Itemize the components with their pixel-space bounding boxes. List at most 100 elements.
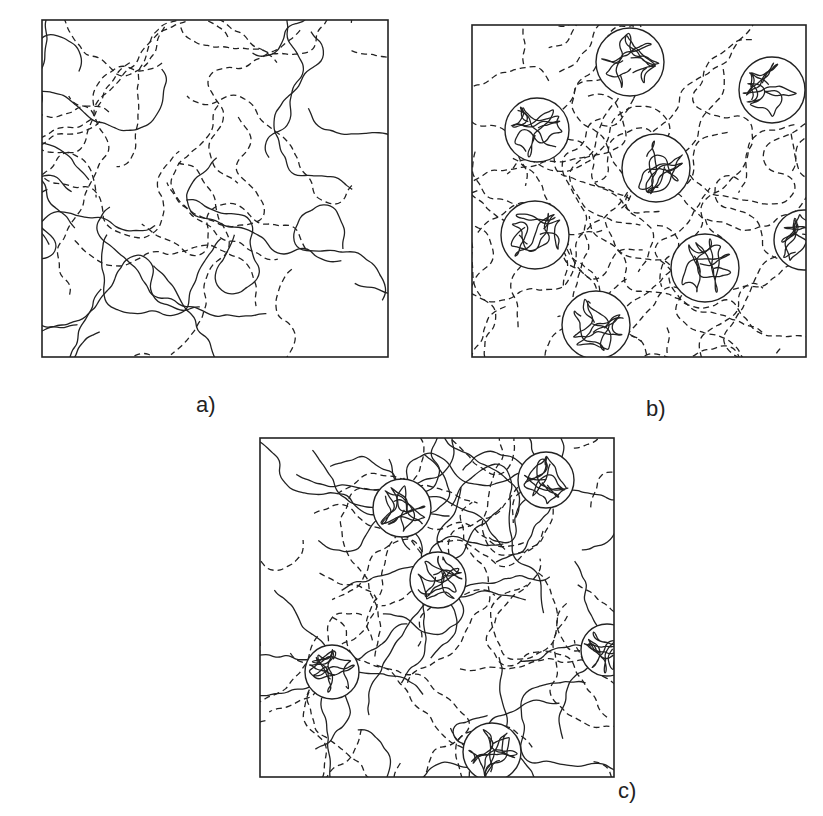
chain-tail bbox=[315, 696, 350, 750]
panel-frame bbox=[472, 25, 806, 357]
solid-chain bbox=[274, 32, 352, 190]
chain-tail bbox=[318, 521, 376, 552]
coiled-chain bbox=[682, 254, 729, 292]
panel-illustration bbox=[472, 25, 806, 357]
dashed-chain bbox=[591, 467, 614, 603]
solid-chain bbox=[42, 87, 49, 245]
domain-circle bbox=[501, 201, 569, 269]
dashed-chain bbox=[117, 20, 228, 167]
solid-chain bbox=[42, 143, 89, 268]
solid-chain bbox=[42, 35, 81, 153]
domain-circle bbox=[739, 57, 805, 123]
dashed-chain bbox=[538, 573, 614, 712]
chain-tail bbox=[260, 687, 309, 696]
chain-tail bbox=[359, 672, 423, 694]
coiled-chain bbox=[782, 218, 806, 257]
chain-tail bbox=[520, 758, 594, 777]
dashed-chain bbox=[631, 336, 784, 357]
chain-tail bbox=[560, 438, 575, 457]
coiled-chain bbox=[743, 63, 796, 96]
domain-circle bbox=[622, 134, 690, 202]
dashed-chain bbox=[693, 40, 753, 193]
chain-tail bbox=[496, 508, 551, 563]
chain-tail bbox=[499, 657, 507, 727]
coiled-chain bbox=[646, 155, 682, 193]
panel-frame bbox=[42, 20, 388, 357]
dashed-chain bbox=[792, 108, 806, 195]
chain-tail bbox=[521, 645, 582, 662]
coiled-chain bbox=[584, 641, 614, 670]
chain-tail bbox=[356, 624, 407, 660]
solid-chain bbox=[42, 28, 72, 191]
chain-tail bbox=[330, 457, 396, 480]
solid-chain bbox=[42, 20, 75, 228]
coiled-chain bbox=[524, 464, 564, 496]
domain-circle bbox=[562, 291, 630, 357]
coiled-chain bbox=[381, 486, 425, 524]
solid-chain bbox=[102, 235, 221, 316]
dashed-chain bbox=[44, 151, 179, 238]
domain-circle bbox=[774, 210, 806, 270]
dashed-chain bbox=[42, 54, 109, 117]
coiled-chain bbox=[696, 243, 721, 292]
dashed-chain bbox=[564, 762, 614, 777]
coiled-chain bbox=[606, 33, 659, 77]
solid-chain bbox=[355, 124, 388, 293]
solid-chain bbox=[42, 325, 157, 357]
panel-illustration bbox=[260, 438, 614, 777]
chain-tail bbox=[274, 590, 325, 646]
domain-circle bbox=[463, 723, 521, 777]
chain-tail bbox=[507, 438, 534, 455]
chain-tail bbox=[463, 451, 523, 470]
coiled-chain bbox=[425, 557, 462, 583]
solid-chain bbox=[294, 205, 386, 300]
panel-illustration bbox=[42, 20, 388, 357]
solid-chain bbox=[42, 300, 100, 357]
chain-tail bbox=[342, 567, 414, 591]
chain-tail bbox=[431, 605, 457, 658]
domain-circle bbox=[596, 28, 664, 96]
coiled-chain bbox=[513, 110, 554, 157]
dashed-chain bbox=[260, 721, 265, 777]
dashed-chain bbox=[60, 20, 164, 76]
dashed-chain bbox=[142, 203, 306, 255]
solid-chain bbox=[97, 207, 266, 317]
dashed-chain bbox=[171, 105, 278, 259]
domain-circle bbox=[671, 234, 739, 302]
coiled-chain bbox=[689, 239, 731, 278]
dashed-chain bbox=[335, 20, 388, 31]
solid-chain bbox=[252, 20, 388, 56]
chain-tail bbox=[455, 507, 501, 558]
solid-chain bbox=[63, 289, 163, 357]
chain-tail bbox=[559, 668, 588, 739]
coiled-chain bbox=[602, 43, 652, 87]
dashed-chain bbox=[449, 438, 605, 448]
dashed-chain bbox=[574, 585, 614, 687]
coiled-chain bbox=[382, 491, 415, 531]
panel-label: a) bbox=[196, 394, 216, 416]
chain-tail bbox=[312, 450, 373, 507]
dashed-chain bbox=[352, 51, 388, 202]
coiled-chain bbox=[625, 36, 655, 83]
coiled-chain bbox=[524, 456, 568, 503]
chain-tail bbox=[453, 715, 488, 744]
panel-label: c) bbox=[618, 780, 636, 802]
chain-tail bbox=[465, 576, 550, 587]
dashed-chain bbox=[285, 763, 402, 777]
dashed-chain bbox=[472, 25, 526, 64]
domain-circle bbox=[410, 552, 466, 608]
solid-chain bbox=[42, 69, 166, 131]
chain-tail bbox=[426, 438, 459, 491]
coiled-chain bbox=[784, 223, 806, 255]
chain-tail bbox=[575, 561, 598, 626]
panel-frame bbox=[260, 438, 614, 777]
dashed-chain bbox=[42, 63, 162, 153]
domain-circle bbox=[581, 624, 614, 676]
coiled-chain bbox=[516, 214, 559, 249]
domain-circle bbox=[373, 479, 431, 537]
solid-chain bbox=[308, 108, 388, 176]
solid-chain bbox=[321, 698, 391, 777]
dashed-chain bbox=[472, 116, 493, 293]
dashed-chain bbox=[187, 95, 352, 204]
domain-circle bbox=[505, 98, 569, 162]
